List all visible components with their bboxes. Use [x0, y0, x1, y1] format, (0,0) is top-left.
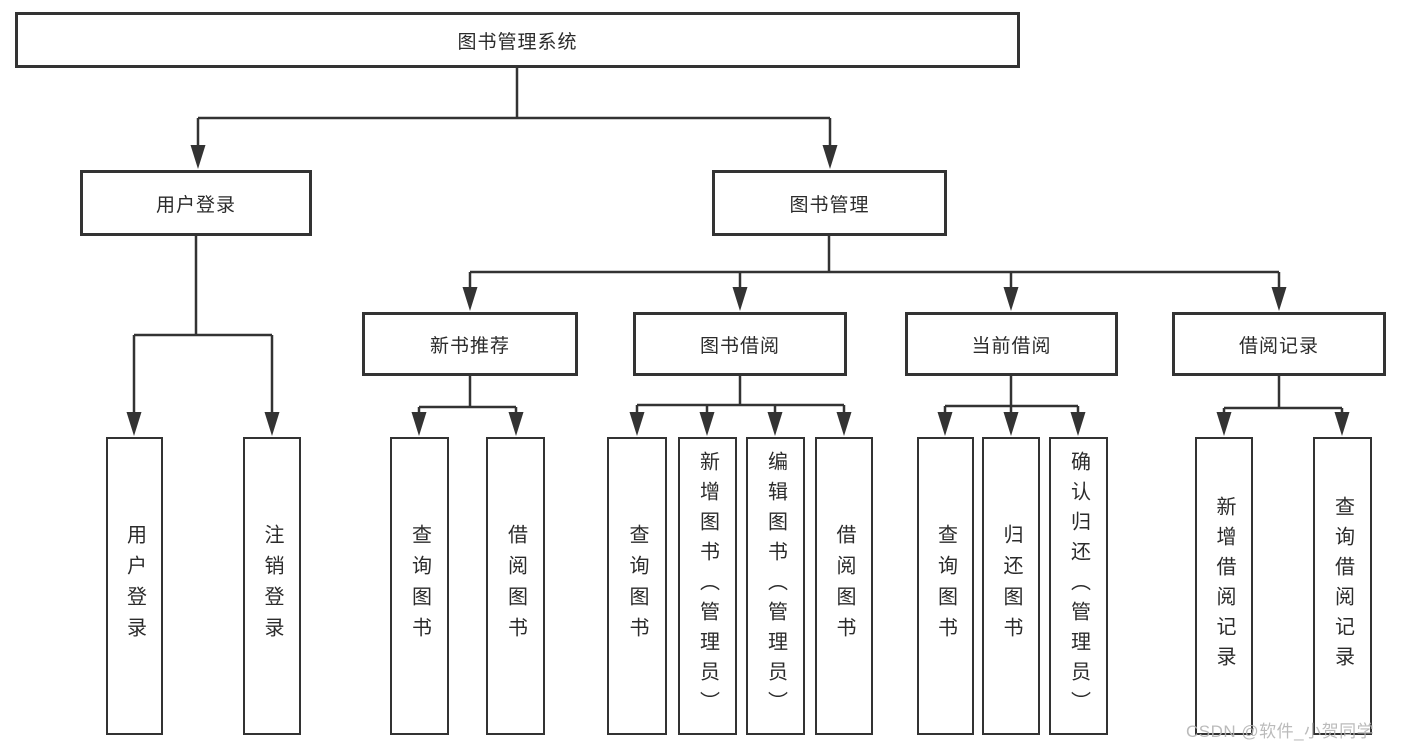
csdn-watermark: CSDN @软件_小贺同学	[1186, 722, 1375, 741]
leaf-borrow-books-borrow-label: 借阅图书	[833, 524, 855, 648]
leaf-confirm-return-admin: 确认归还（管理员）	[1049, 437, 1108, 735]
node-book-management-label: 图书管理	[789, 194, 870, 216]
node-borrow-records: 借阅记录	[1172, 312, 1386, 376]
leaf-query-books-borrow-label: 查询图书	[626, 524, 648, 648]
connector-bookborrow-to-leaves	[635, 376, 846, 412]
node-new-book-recommend-label: 新书推荐	[429, 335, 510, 357]
leaf-return-book: 归还图书	[982, 437, 1040, 735]
leaf-borrow-books-recommend: 借阅图书	[486, 437, 545, 735]
leaf-edit-book-admin-label: 编辑图书（管理员）	[764, 451, 787, 721]
leaf-add-borrow-record: 新增借阅记录	[1195, 437, 1253, 735]
node-current-borrow: 当前借阅	[905, 312, 1118, 376]
leaf-query-books-recommend: 查询图书	[390, 437, 449, 735]
node-library-system-label: 图书管理系统	[457, 31, 578, 53]
connector-userlogin-to-leaves	[132, 236, 274, 412]
connector-root-to-level2	[196, 68, 832, 146]
node-new-book-recommend: 新书推荐	[362, 312, 578, 376]
node-borrow-records-label: 借阅记录	[1238, 335, 1319, 357]
leaf-query-books-borrow: 查询图书	[607, 437, 667, 735]
leaf-borrow-books-recommend-label: 借阅图书	[504, 524, 527, 648]
leaf-add-book-admin-label: 新增图书（管理员）	[696, 451, 719, 721]
node-book-borrow-label: 图书借阅	[699, 335, 780, 357]
connector-newbook-to-leaves	[417, 376, 518, 412]
leaf-return-book-label: 归还图书	[1000, 524, 1022, 648]
leaf-query-borrow-record: 查询借阅记录	[1313, 437, 1372, 735]
leaf-add-borrow-record-label: 新增借阅记录	[1213, 496, 1235, 676]
connector-bookmgmt-to-level3	[468, 236, 1281, 287]
leaf-confirm-return-admin-label: 确认归还（管理员）	[1067, 451, 1090, 721]
leaf-user-login-label: 用户登录	[123, 524, 146, 648]
connector-currentborrow-to-leaves	[943, 376, 1080, 412]
leaf-query-books-current: 查询图书	[917, 437, 974, 735]
leaf-query-borrow-record-label: 查询借阅记录	[1331, 496, 1354, 676]
leaf-query-books-current-label: 查询图书	[934, 524, 957, 648]
leaf-user-login: 用户登录	[106, 437, 163, 735]
node-library-system: 图书管理系统	[15, 12, 1020, 68]
leaf-query-books-recommend-label: 查询图书	[408, 524, 431, 648]
node-user-login-label: 用户登录	[155, 194, 236, 216]
node-book-borrow: 图书借阅	[633, 312, 847, 376]
leaf-edit-book-admin: 编辑图书（管理员）	[746, 437, 805, 735]
leaf-add-book-admin: 新增图书（管理员）	[678, 437, 737, 735]
leaf-borrow-books-borrow: 借阅图书	[815, 437, 873, 735]
leaf-logout: 注销登录	[243, 437, 301, 735]
node-book-management: 图书管理	[712, 170, 947, 236]
leaf-logout-label: 注销登录	[261, 524, 283, 648]
connector-borrowrecord-to-leaves	[1222, 376, 1344, 412]
node-current-borrow-label: 当前借阅	[971, 335, 1052, 357]
node-user-login: 用户登录	[80, 170, 312, 236]
